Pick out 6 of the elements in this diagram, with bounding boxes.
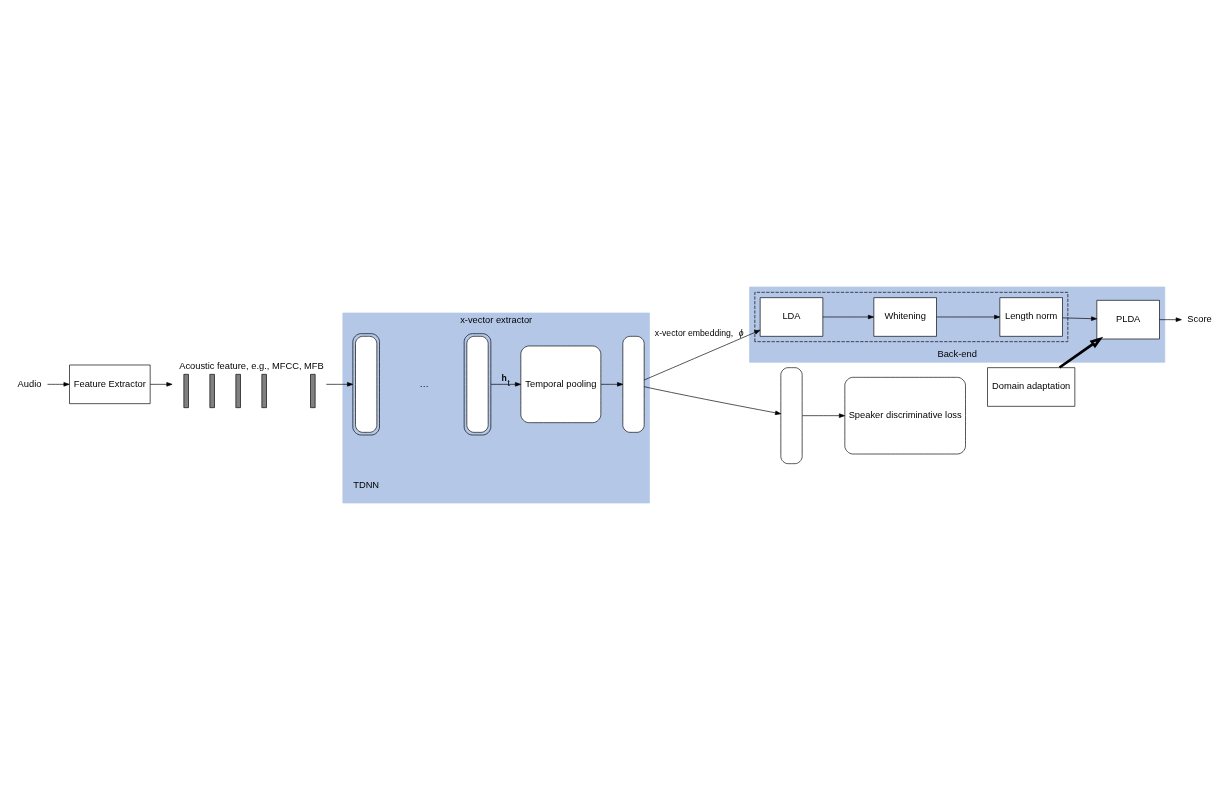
node-label: Acoustic feature, e.g., MFCC, MFB (179, 360, 324, 371)
label: … (419, 378, 429, 389)
node-text: Audio (17, 378, 42, 389)
node-text: Score (1187, 313, 1212, 324)
label: TDNN (353, 479, 380, 490)
edge-label: x-vector embedding, ϕ (654, 327, 744, 338)
